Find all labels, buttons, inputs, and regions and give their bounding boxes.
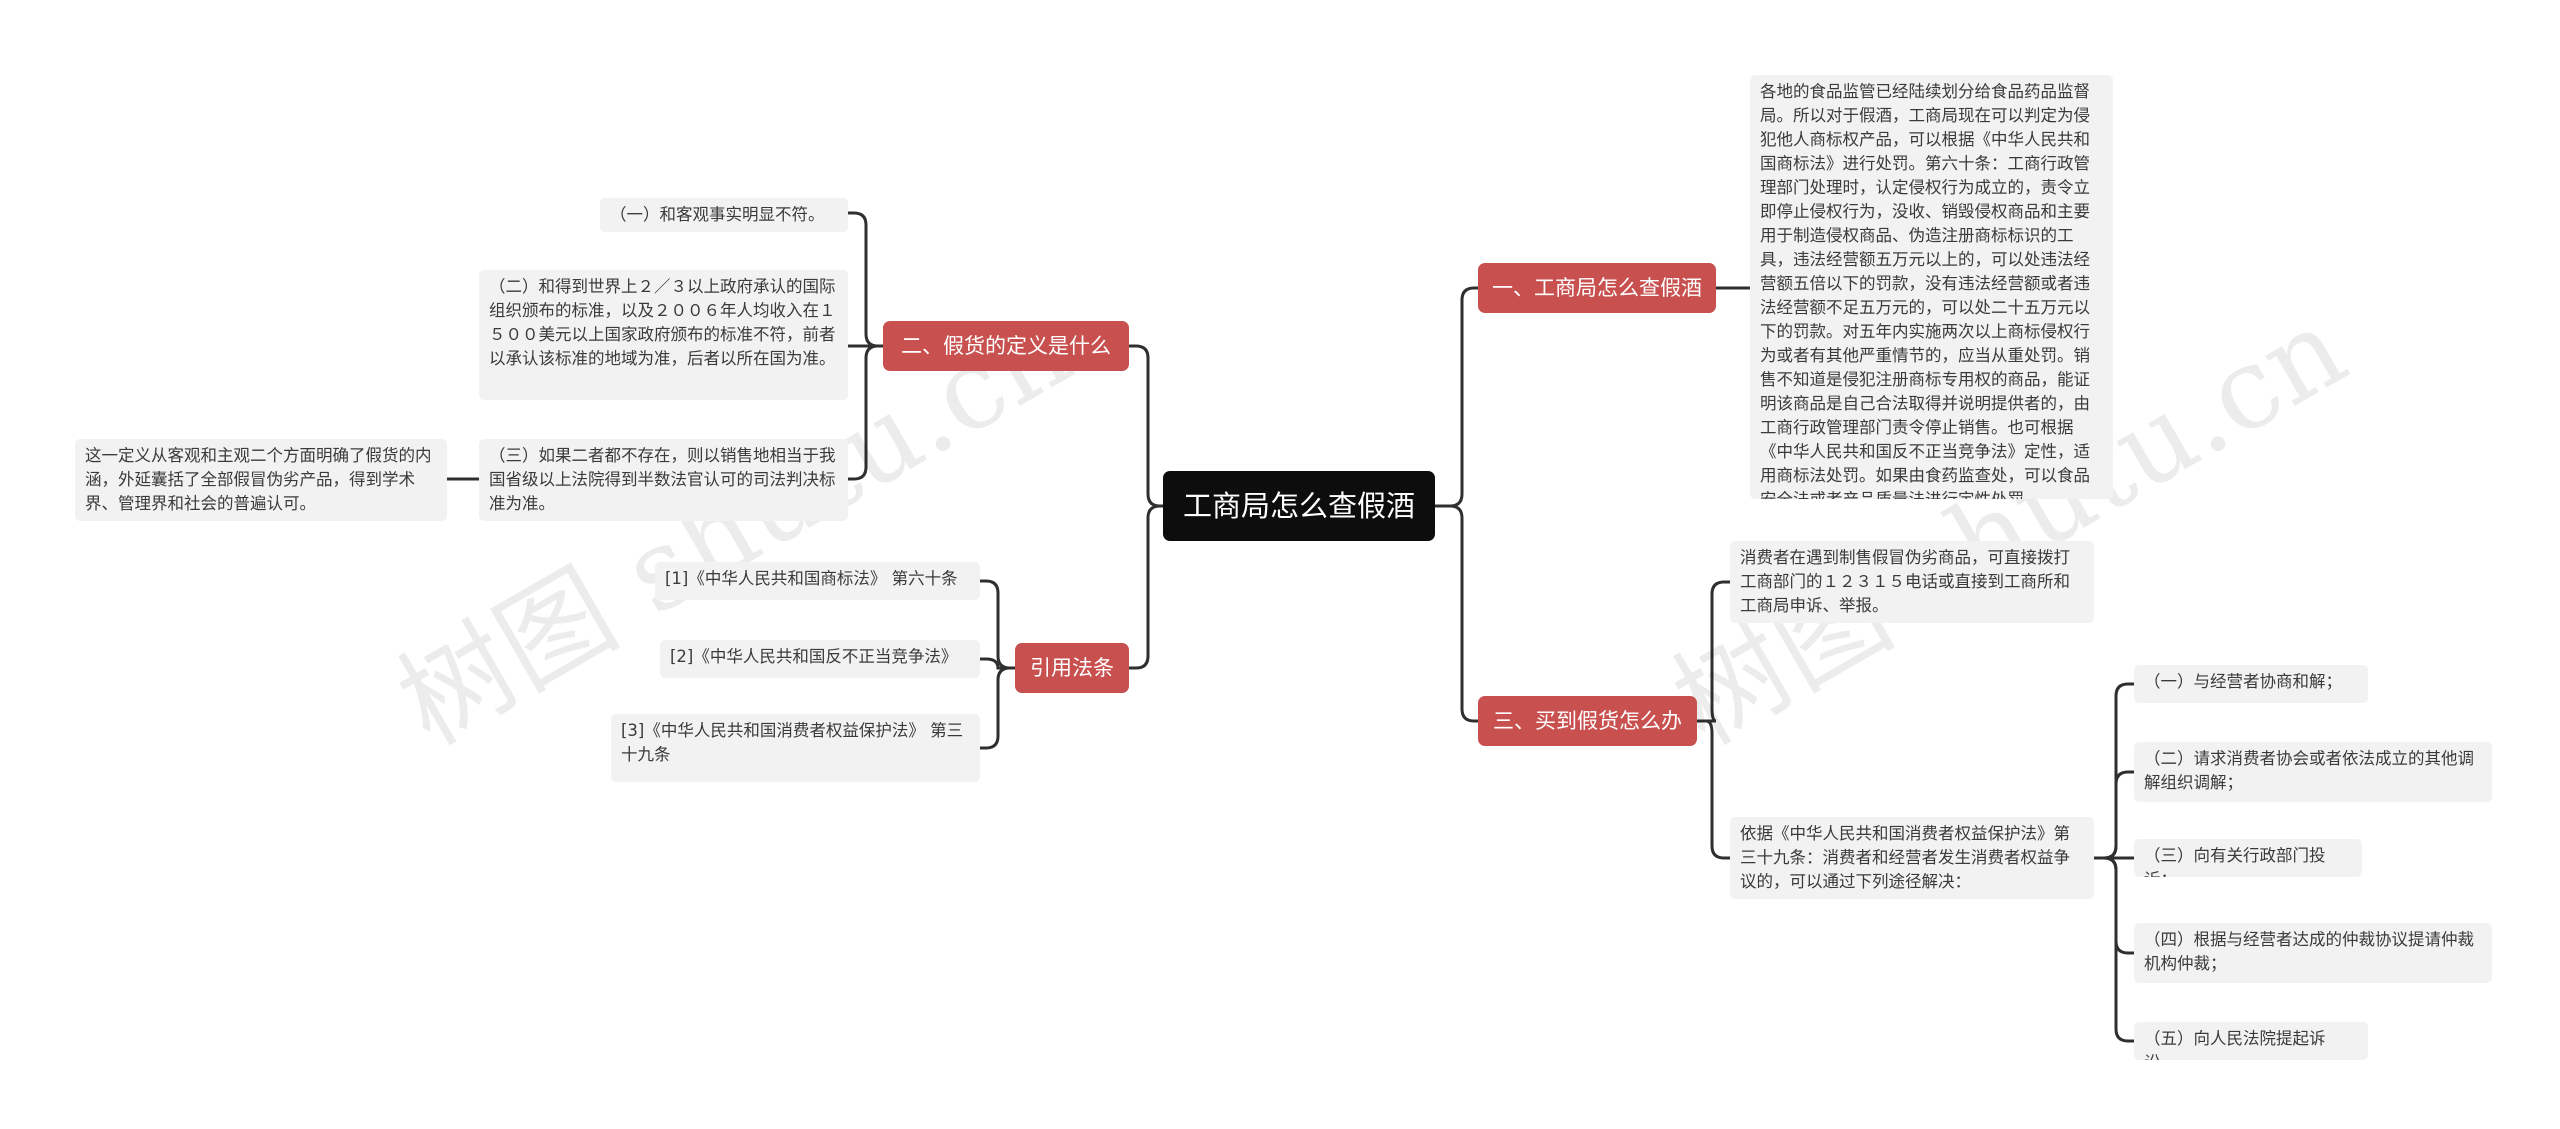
link-root-b4: [1128, 504, 1165, 670]
link-b4-leaf1: [978, 579, 1017, 670]
leaf-definition-3[interactable]: （三）如果二者都不存在，则以销售地相当于我国省级以上法院得到半数法官认可的司法判…: [479, 439, 848, 521]
link-root-b3: [1433, 504, 1480, 723]
leaf-consumer-law-article[interactable]: 依据《中华人民共和国消费者权益保护法》第三十九条：消费者和经营者发生消费者权益争…: [1730, 817, 2094, 899]
sub-item-complaint[interactable]: （三）向有关行政部门投诉；: [2134, 839, 2362, 877]
sub-item-negotiate[interactable]: （一）与经营者协商和解；: [2134, 665, 2368, 703]
sub-item-arbitration[interactable]: （四）根据与经营者达成的仲裁协议提请仲裁机构仲裁；: [2134, 923, 2492, 983]
leaf-definition-1[interactable]: （一）和客观事实明显不符。: [600, 198, 848, 232]
branch-node-cited-laws[interactable]: 引用法条: [1015, 643, 1129, 693]
leaf-cited-law-1[interactable]: [1]《中华人民共和国商标法》 第六十条: [655, 562, 980, 600]
leaf-definition-note[interactable]: 这一定义从客观和主观二个方面明确了假货的内涵，外延囊括了全部假冒伪劣产品，得到学…: [75, 439, 447, 521]
leaf-inspect-procedure[interactable]: 各地的食品监管已经陆续划分给食品药品监督局。所以对于假酒，工商局现在可以判定为侵…: [1750, 75, 2113, 499]
link-sub5: [2092, 856, 2136, 1043]
link-b3-leaf1: [1695, 580, 1732, 723]
leaf-cited-law-3[interactable]: [3]《中华人民共和国消费者权益保护法》 第三十九条: [611, 714, 980, 782]
sub-item-mediation[interactable]: （二）请求消费者协会或者依法成立的其他调解组织调解；: [2134, 742, 2492, 802]
link-b2-leaf3: [846, 344, 885, 481]
link-sub4: [2092, 856, 2136, 955]
leaf-report-hotline[interactable]: 消费者在遇到制售假冒伪劣商品，可直接拨打工商部门的１２３１５电话或直接到工商所和…: [1730, 541, 2094, 623]
branch-node-inspect-fake-liquor[interactable]: 一、工商局怎么查假酒: [1478, 263, 1716, 313]
root-node[interactable]: 工商局怎么查假酒: [1163, 471, 1435, 541]
branch-node-fake-goods-definition[interactable]: 二、假货的定义是什么: [883, 321, 1129, 371]
link-b3-leaf2: [1695, 719, 1732, 860]
link-root-b1: [1433, 286, 1480, 508]
link-b4-leaf3: [978, 666, 1017, 750]
branch-node-bought-fake-goods[interactable]: 三、买到假货怎么办: [1478, 696, 1697, 746]
link-root-b2: [1128, 344, 1165, 508]
link-b2-leaf1: [846, 211, 885, 348]
sub-item-lawsuit[interactable]: （五）向人民法院提起诉讼。: [2134, 1022, 2368, 1060]
link-sub2: [2092, 770, 2136, 860]
leaf-cited-law-2[interactable]: [2]《中华人民共和国反不正当竞争法》: [660, 640, 980, 678]
leaf-definition-2[interactable]: （二）和得到世界上２／３以上政府承认的国际组织颁布的标准，以及２００６年人均收入…: [479, 270, 848, 400]
